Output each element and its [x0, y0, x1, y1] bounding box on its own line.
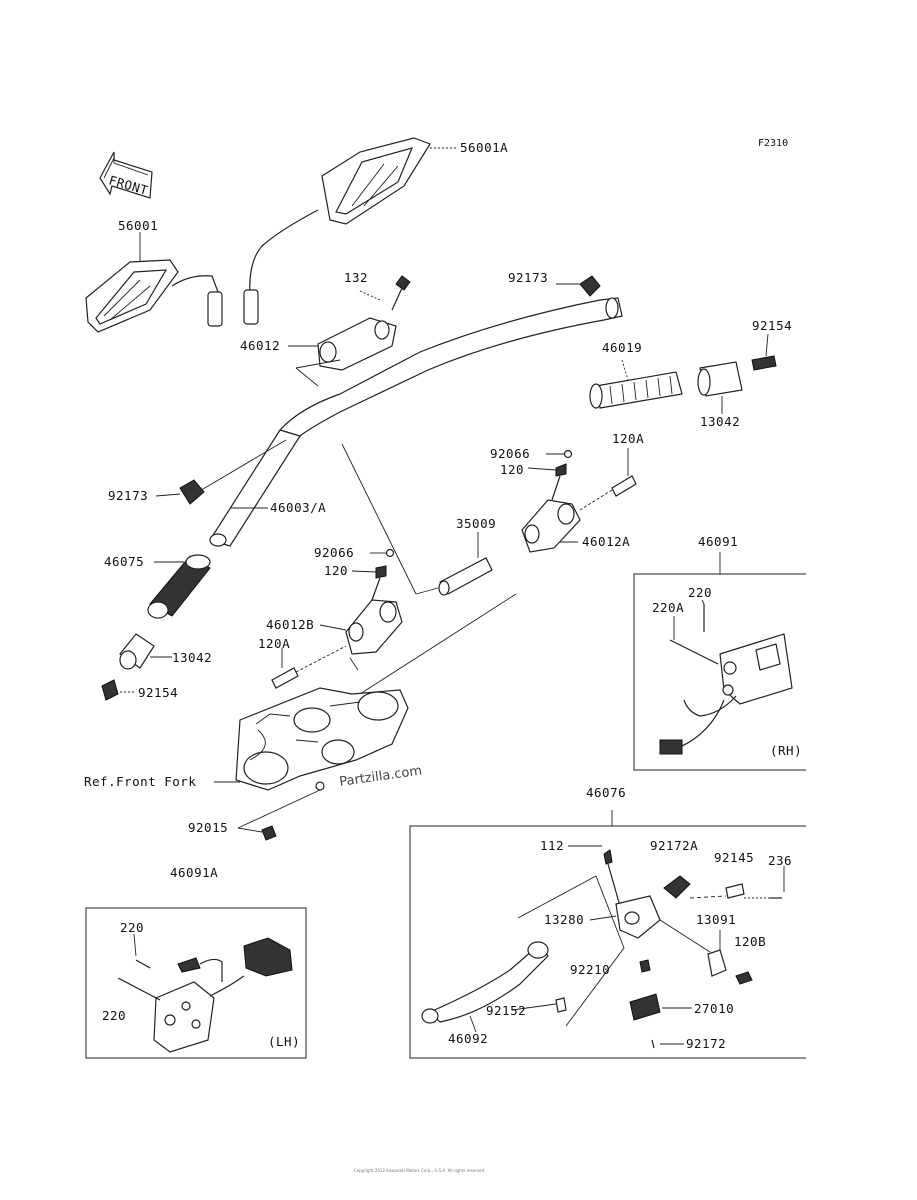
label-56001: 56001: [118, 218, 158, 233]
label-92145: 92145: [714, 850, 754, 865]
label-120B: 120B: [734, 934, 766, 949]
label-46019: 46019: [602, 340, 642, 355]
spacer-35009: [438, 557, 493, 596]
inset-rh: [633, 552, 806, 771]
inset-lh: [85, 907, 307, 1059]
inset-lever: [409, 810, 806, 1059]
label-ref-front-fork: Ref.Front Fork: [84, 774, 196, 789]
front-arrow-icon: FRONT: [99, 151, 153, 199]
label-120A-left: 120A: [258, 636, 290, 651]
label-46076: 46076: [586, 785, 626, 800]
label-220-lh-top: 220: [120, 920, 144, 935]
right-mirror: [243, 137, 431, 325]
figure-code: F2310: [758, 138, 788, 149]
label-92173-top: 92173: [508, 270, 548, 285]
right-holder-46012A: [521, 449, 637, 553]
label-46091A: 46091A: [170, 865, 218, 880]
label-120-left: 120: [324, 563, 348, 578]
label-92154-left: 92154: [138, 685, 178, 700]
label-13042-left: 13042: [172, 650, 212, 665]
label-92066-right: 92066: [490, 446, 530, 461]
label-220-rh: 220: [688, 585, 712, 600]
inset-lh-tag: (LH): [268, 1034, 300, 1049]
label-13091: 13091: [696, 912, 736, 927]
label-92172A: 92172A: [650, 838, 698, 853]
label-56001A: 56001A: [460, 140, 508, 155]
triple-clamp: [235, 687, 409, 791]
copyright-text: Copyright 2012 Kawasaki Motors Corp., U.…: [354, 1168, 485, 1173]
label-236: 236: [768, 853, 792, 868]
inset-rh-tag: (RH): [770, 743, 802, 758]
bar-end-weight-right: [697, 361, 743, 397]
left-grip: [147, 554, 211, 619]
left-mirror: [85, 259, 223, 333]
watermark: Partzilla.com: [338, 764, 422, 790]
label-120-right: 120: [500, 462, 524, 477]
label-13042-right: 13042: [700, 414, 740, 429]
label-27010: 27010: [694, 1001, 734, 1016]
label-92173-left: 92173: [108, 488, 148, 503]
label-92210: 92210: [570, 962, 610, 977]
handlebar: [209, 297, 623, 547]
label-35009: 35009: [456, 516, 496, 531]
bar-end-nut-left: [179, 479, 205, 505]
label-92066-left: 92066: [314, 545, 354, 560]
label-220-lh-bottom: 220: [102, 1008, 126, 1023]
label-92152: 92152: [486, 1003, 526, 1018]
label-46012B: 46012B: [266, 617, 314, 632]
label-92154-right: 92154: [752, 318, 792, 333]
label-46092: 46092: [448, 1031, 488, 1046]
upper-clamp-46012: [317, 275, 411, 371]
nut-92015: [261, 781, 325, 841]
label-46075: 46075: [104, 554, 144, 569]
label-46012: 46012: [240, 338, 280, 353]
label-46012A: 46012A: [582, 534, 630, 549]
bar-end-nut-top: [579, 275, 601, 297]
bar-end-screw-left: [101, 679, 119, 701]
left-holder-46012B: [271, 548, 403, 689]
label-46091: 46091: [698, 534, 738, 549]
right-throttle-grip: [589, 371, 683, 409]
label-46003A: 46003/A: [270, 500, 326, 515]
label-92172: 92172: [686, 1036, 726, 1051]
label-120A-right: 120A: [612, 431, 644, 446]
label-13280: 13280: [544, 912, 584, 927]
label-112: 112: [540, 838, 564, 853]
label-132: 132: [344, 270, 368, 285]
label-220A-rh: 220A: [652, 600, 684, 615]
bar-end-weight-left: [119, 633, 155, 670]
bar-end-screw-right: [751, 355, 777, 371]
label-92015: 92015: [188, 820, 228, 835]
